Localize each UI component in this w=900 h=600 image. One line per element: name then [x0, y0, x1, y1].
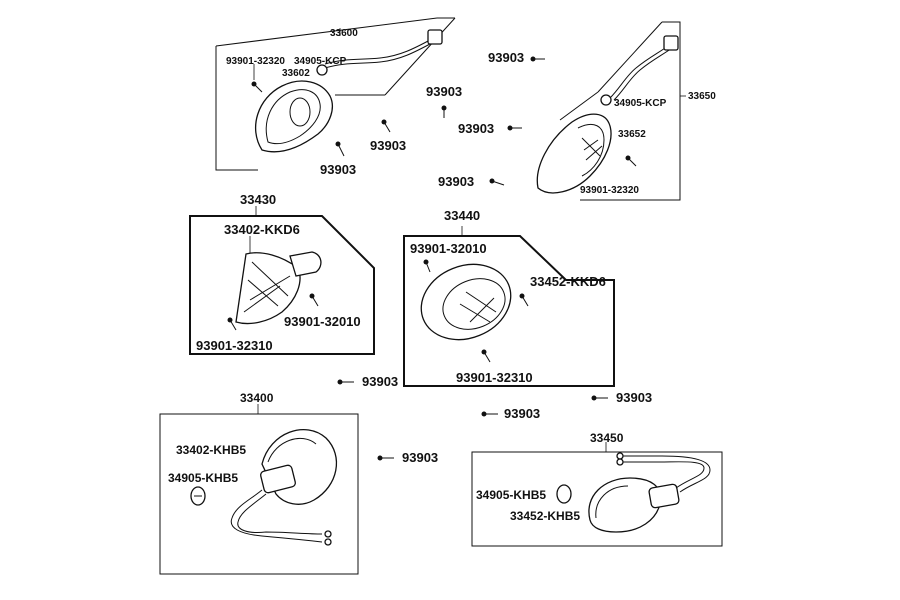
middle-left-screw-a	[309, 293, 319, 307]
label-rear-left-bulb: 34905-KHB5	[168, 471, 238, 485]
frame-rear-right	[471, 451, 723, 547]
label-middle-left-screw-a: 93901-32010	[284, 314, 361, 329]
label-33600: 33600	[330, 28, 358, 39]
label-rear-left-lens: 33402-KHB5	[176, 443, 246, 457]
front-left-lens-outline	[265, 89, 321, 145]
label-loose-screw: 93903	[616, 390, 652, 405]
label-rear-right-lens: 33452-KHB5	[510, 509, 580, 523]
assembly-middle-left: 33430 33402-KKD6 93901-32010 93901-32310	[189, 192, 375, 355]
frame-line-diagonal-right	[597, 21, 663, 93]
label-middle-right-screw-b: 93901-32310	[456, 370, 533, 385]
label-33430: 33430	[240, 192, 276, 207]
front-right-screw	[625, 155, 637, 167]
assembly-rear-left: 33400 33402-KHB5 34905-KHB5	[159, 391, 359, 575]
frame-line-top	[215, 17, 438, 47]
rear-left-housing	[261, 428, 338, 505]
front-left-reflector	[289, 97, 311, 127]
label-33440: 33440	[444, 208, 480, 223]
front-left-screw	[251, 81, 263, 93]
assembly-rear-right: 33450 34905-KHB5 33452-KHB5	[471, 431, 723, 547]
label-middle-left-screw-b: 93901-32310	[196, 338, 273, 353]
front-left-lamp-body	[254, 80, 333, 153]
label-front-right-lens: 33652	[618, 129, 646, 140]
middle-right-lens-grid	[459, 291, 497, 323]
front-left-connector	[427, 29, 443, 45]
label-loose-screw: 93903	[458, 121, 494, 136]
front-right-lamp-body	[536, 113, 612, 194]
frame-middle-left	[189, 215, 375, 355]
label-front-right-screw: 93901-32320	[580, 185, 639, 196]
front-right-wire	[609, 45, 669, 99]
front-left-bulb	[316, 64, 328, 76]
rear-right-bulb	[556, 484, 572, 504]
assembly-front-right: 33650 34905-KCP 33652 93901-32320	[536, 21, 716, 201]
label-front-left-screw: 93901-32320	[226, 56, 285, 67]
label-loose-screw: 93903	[402, 450, 438, 465]
label-rear-right-bulb: 34905-KHB5	[476, 488, 546, 502]
frame-line-diagonal	[384, 17, 456, 96]
front-right-connector	[663, 35, 679, 51]
loose-screw: 93903	[320, 141, 356, 177]
rear-right-wire	[622, 461, 705, 489]
loose-screw: 93903	[426, 84, 462, 118]
label-front-left-bulb: 34905-KCP	[294, 56, 347, 67]
front-left-wire	[324, 39, 431, 65]
label-loose-screw: 93903	[426, 84, 462, 99]
loose-screw: 93903	[591, 390, 652, 405]
label-loose-screw: 93903	[362, 374, 398, 389]
front-right-bulb	[600, 94, 612, 106]
label-middle-right-screw-a: 93901-32010	[410, 241, 487, 256]
label-middle-left-lens: 33402-KKD6	[224, 222, 300, 237]
middle-right-lens	[442, 278, 506, 330]
front-right-lens-outline	[577, 124, 605, 177]
label-loose-screw: 93903	[320, 162, 356, 177]
label-front-right-bulb: 34905-KCP	[614, 98, 667, 109]
label-loose-screw: 93903	[438, 174, 474, 189]
label-middle-right-lens: 33452-KKD6	[530, 274, 606, 289]
loose-screw: 93903	[481, 406, 540, 421]
label-33400: 33400	[240, 391, 274, 405]
label-loose-screw: 93903	[488, 50, 524, 65]
middle-left-socket	[289, 251, 322, 277]
loose-screw: 93903	[337, 374, 398, 389]
middle-right-screw-a	[423, 259, 431, 273]
middle-left-screw-b	[227, 317, 237, 331]
label-loose-screw: 93903	[370, 138, 406, 153]
assembly-front-left: 33600 93901-32320 34905-KCP 33602	[215, 17, 456, 171]
assembly-middle-right: 33440 93901-32010 33452-KKD6 93901-32310	[403, 208, 615, 387]
frame-middle-right	[403, 235, 615, 387]
rear-left-wire	[230, 489, 323, 543]
frame-line-inner	[559, 91, 599, 121]
label-loose-screw: 93903	[504, 406, 540, 421]
front-right-lens-grid	[581, 137, 603, 161]
loose-screw: 93903	[370, 119, 406, 153]
loose-screw: 93903	[488, 50, 545, 65]
rear-left-socket	[260, 464, 296, 494]
frame-rear-left	[159, 413, 359, 575]
middle-left-lens-grid	[243, 261, 291, 313]
loose-screw: 93903	[438, 174, 505, 189]
loose-screws: 93903 93903 93903 93903 93903 93903 9390…	[320, 50, 652, 465]
middle-right-screw-b	[481, 349, 491, 363]
loose-screw: 93903	[458, 121, 522, 136]
label-33650: 33650	[688, 91, 716, 102]
rear-right-socket	[648, 483, 680, 509]
loose-screw: 93903	[377, 450, 438, 465]
middle-left-lens	[235, 252, 301, 325]
middle-right-screw-lens	[519, 293, 529, 307]
label-front-left-lens: 33602	[282, 68, 310, 79]
label-33450: 33450	[590, 431, 624, 445]
